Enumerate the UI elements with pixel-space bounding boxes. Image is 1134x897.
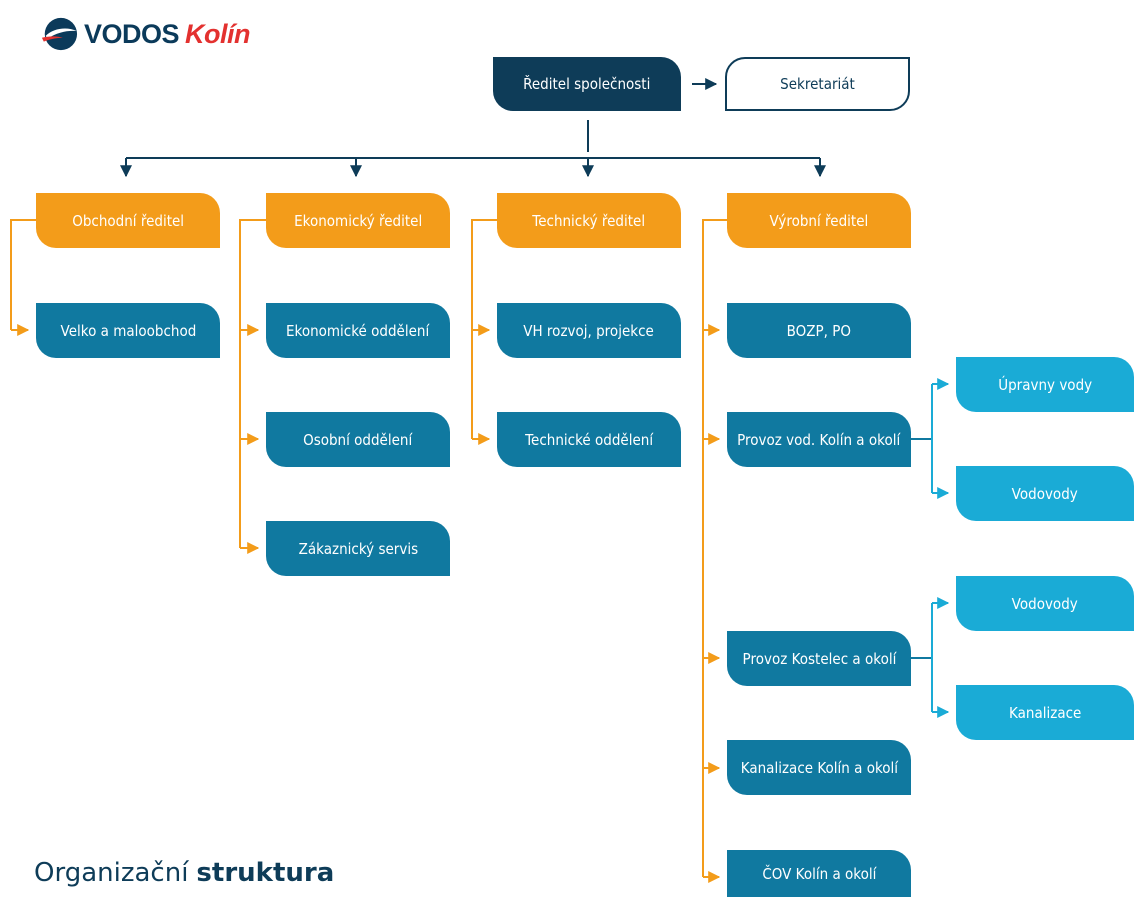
unit-wastewater-plant-kolin: ČOV Kolín a okolí [727, 850, 911, 897]
secretariat-node: Sekretariát [725, 57, 910, 111]
unit-label: Ekonomické oddělení [286, 321, 430, 340]
subunit-label: Vodovody [1011, 594, 1079, 613]
director-label: Ředitel společnosti [523, 75, 651, 93]
unit-label: VH rozvoj, projekce [523, 321, 655, 340]
page-title-light: Organizační [34, 858, 189, 888]
unit-label: BOZP, PO [786, 321, 852, 340]
unit-personnel-department: Osobní oddělení [266, 412, 450, 467]
subunit-label: Vodovody [1011, 484, 1079, 503]
unit-label: Technické oddělení [525, 430, 653, 449]
unit-water-operation-kolin: Provoz vod. Kolín a okolí [727, 412, 911, 467]
unit-label: Osobní oddělení [303, 430, 413, 449]
subunit-waterworks-kostelec: Vodovody [956, 576, 1134, 631]
unit-customer-service: Zákaznický servis [266, 521, 450, 576]
unit-economic-department: Ekonomické oddělení [266, 303, 450, 358]
subunit-water-treatment: Úpravny vody [956, 357, 1134, 412]
unit-development-projects: VH rozvoj, projekce [497, 303, 681, 358]
unit-operation-kostelec: Provoz Kostelec a okolí [727, 631, 911, 686]
technical-director-node: Technický ředitel [497, 193, 681, 248]
production-director-label: Výrobní ředitel [769, 211, 869, 230]
secretariat-label: Sekretariát [780, 75, 855, 93]
unit-safety: BOZP, PO [727, 303, 911, 358]
sales-director-label: Obchodní ředitel [72, 211, 184, 230]
unit-label: Kanalizace Kolín a okolí [740, 758, 898, 777]
economic-director-node: Ekonomický ředitel [266, 193, 450, 248]
subunit-label: Úpravny vody [998, 375, 1092, 394]
unit-wholesale-retail: Velko a maloobchod [36, 303, 220, 358]
subunit-sewerage-kostelec: Kanalizace [956, 685, 1134, 740]
unit-sewerage-kolin: Kanalizace Kolín a okolí [727, 740, 911, 795]
subunit-waterworks-kolin: Vodovody [956, 466, 1134, 521]
subunit-label: Kanalizace [1008, 703, 1082, 722]
technical-director-label: Technický ředitel [532, 211, 646, 230]
unit-label: Provoz vod. Kolín a okolí [737, 430, 901, 449]
logo-city: Kolín [185, 18, 251, 49]
unit-label: Zákaznický servis [298, 539, 418, 558]
logo-brand: VODOS [84, 18, 180, 49]
unit-label: Velko a maloobchod [60, 321, 196, 340]
production-director-node: Výrobní ředitel [727, 193, 911, 248]
globe-logo-icon [41, 17, 78, 51]
unit-technical-department: Technické oddělení [497, 412, 681, 467]
unit-label: ČOV Kolín a okolí [761, 864, 877, 883]
sales-director-node: Obchodní ředitel [36, 193, 220, 248]
economic-director-label: Ekonomický ředitel [293, 211, 423, 230]
director-node: Ředitel společnosti [493, 57, 681, 111]
unit-label: Provoz Kostelec a okolí [742, 649, 896, 668]
page-title-bold: struktura [196, 858, 335, 888]
